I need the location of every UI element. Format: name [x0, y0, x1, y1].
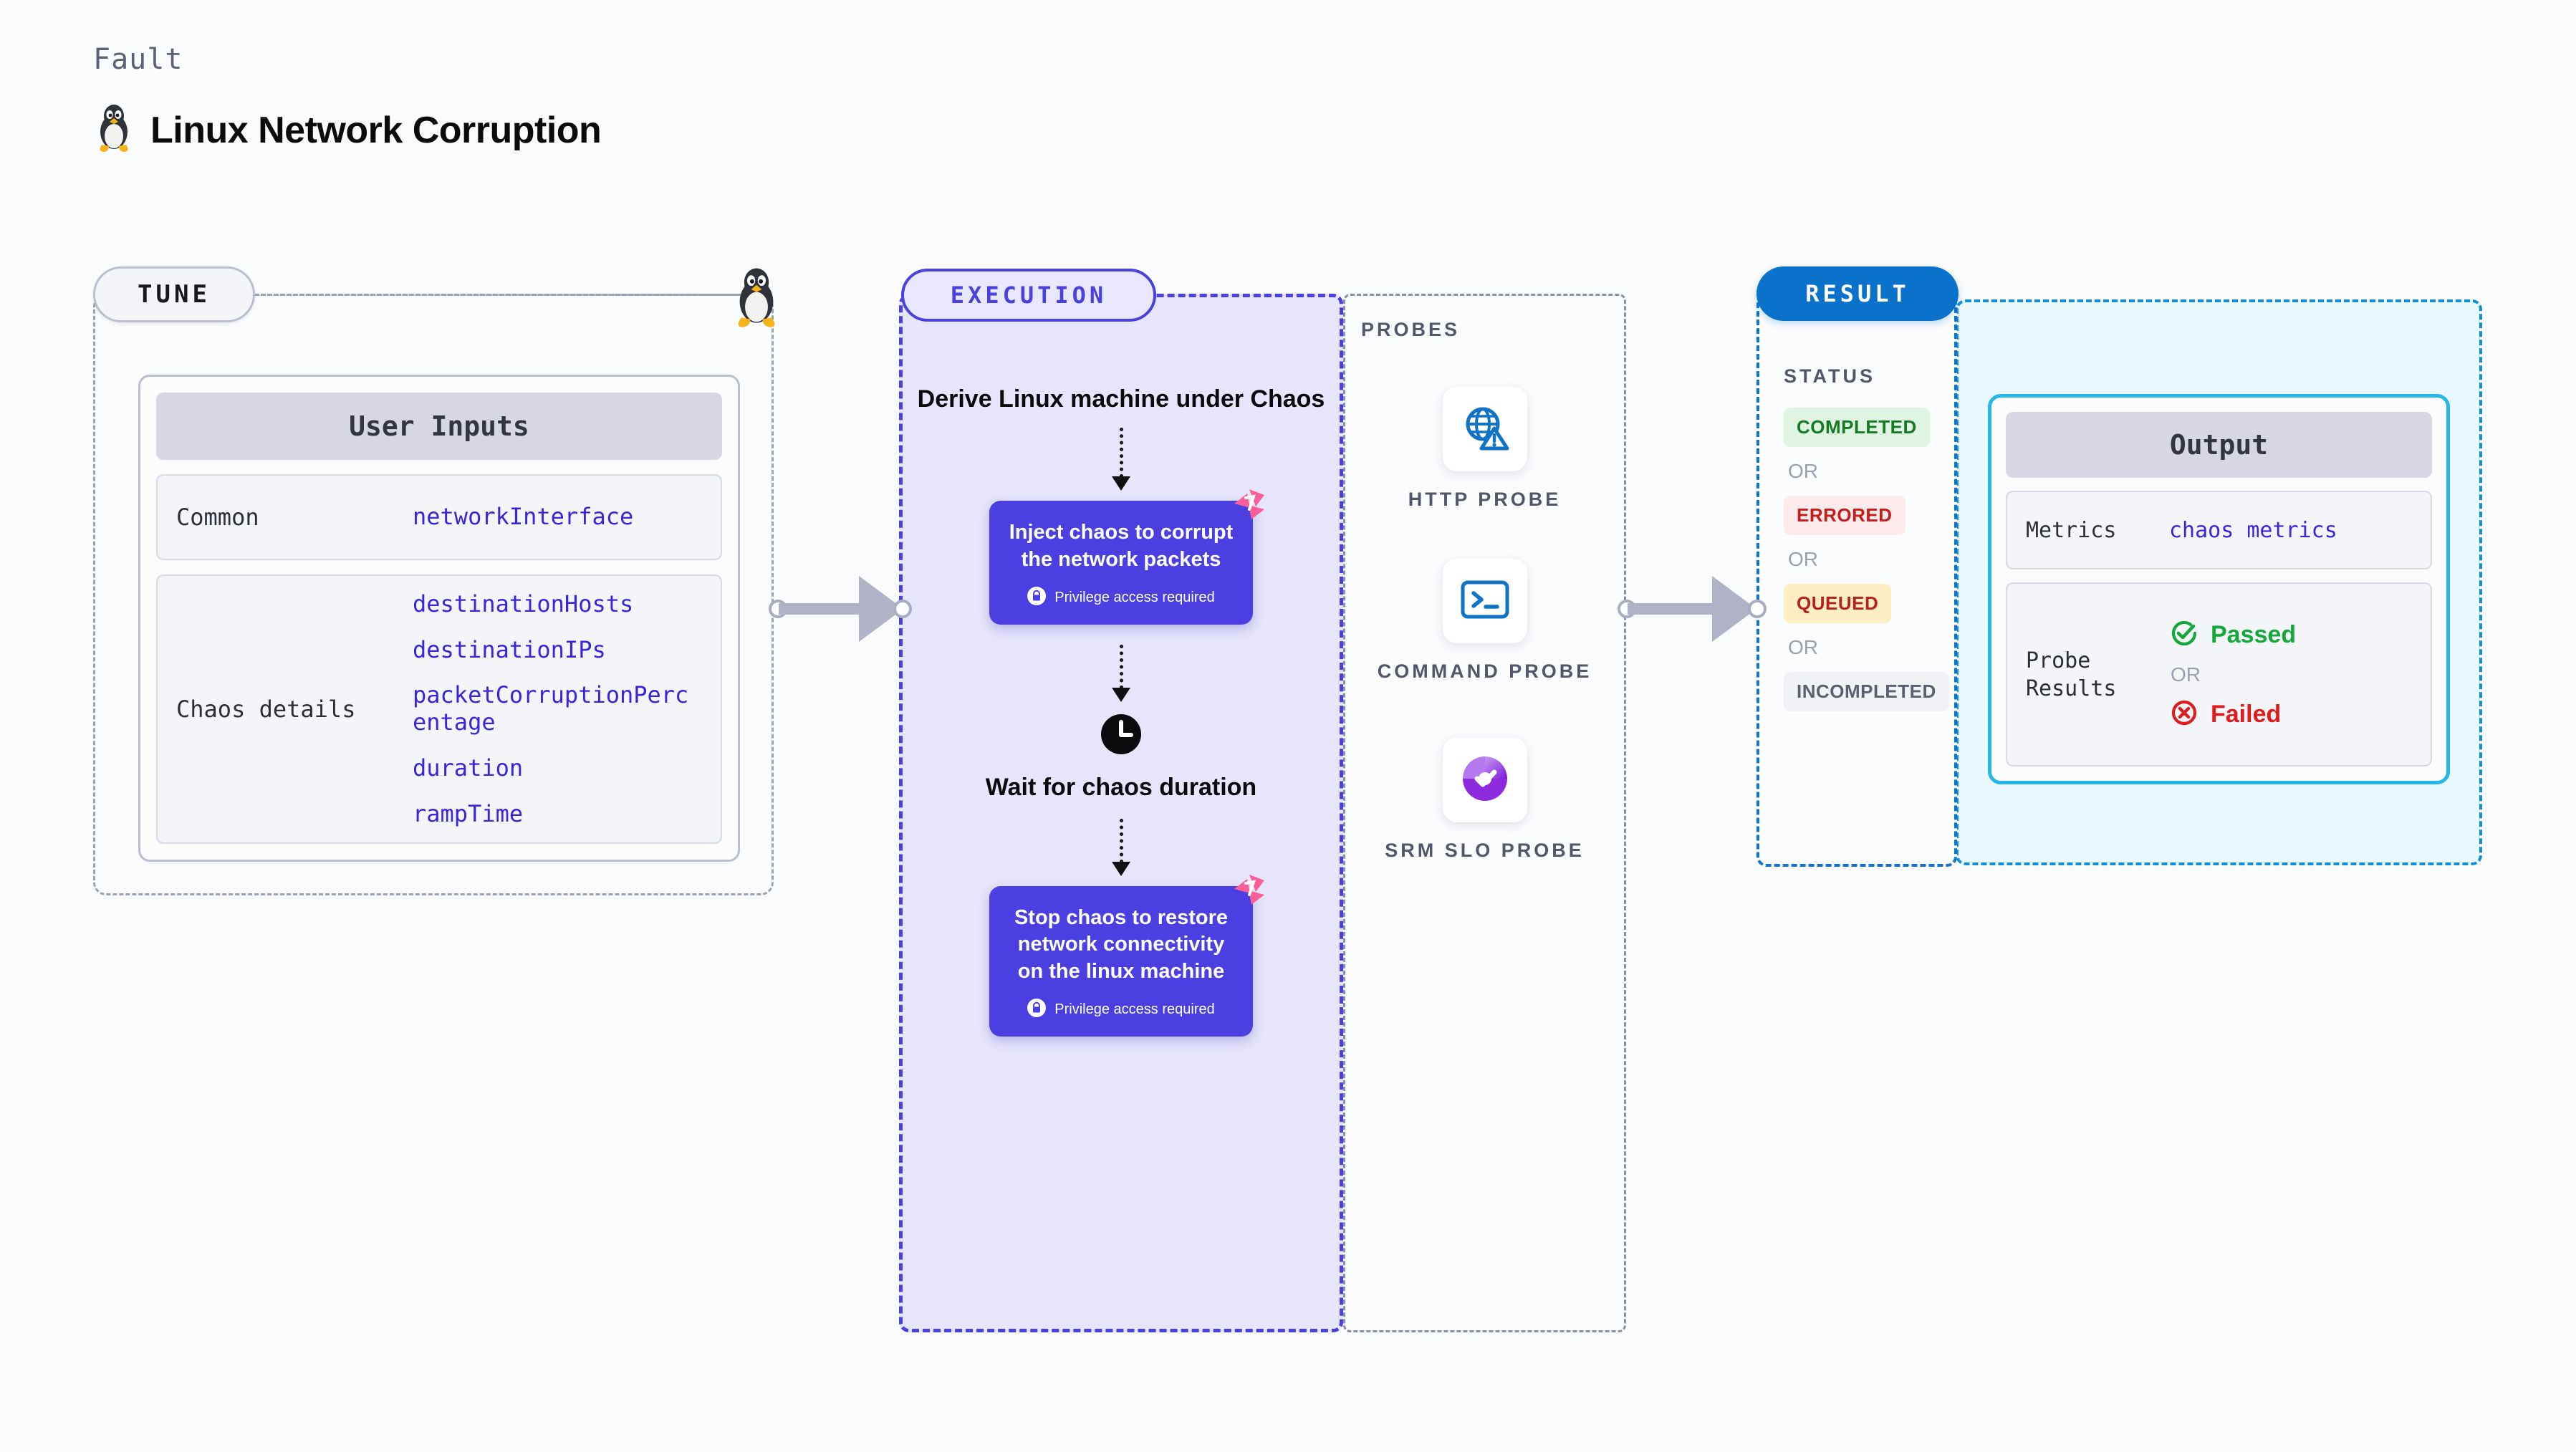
- probe-item-srm-slo[interactable]: SRM SLO PROBE: [1343, 738, 1626, 865]
- verdict-or-text: OR: [2171, 663, 2201, 686]
- slo-donut-check-icon: [1458, 752, 1512, 809]
- param-destinationips: destinationIPs: [413, 635, 606, 663]
- chaos-step-text: Stop chaos to restore network connectivi…: [1014, 905, 1229, 984]
- status-or-text: OR: [1788, 636, 1818, 658]
- execution-flow: Derive Linux machine under Chaos Inject …: [903, 297, 1340, 1329]
- probe-label: SRM SLO PROBE: [1385, 840, 1585, 861]
- probe-tile: [1442, 559, 1527, 643]
- flow-arrow: [1112, 818, 1130, 876]
- execution-panel: Derive Linux machine under Chaos Inject …: [899, 294, 1343, 1332]
- status-or-text: OR: [1788, 460, 1818, 482]
- input-row-values: destinationHosts destinationIPs packetCo…: [413, 590, 702, 828]
- input-row-label: Common: [176, 504, 259, 531]
- status-badge-errored: ERRORED: [1784, 496, 1905, 535]
- status-stack: STATUS COMPLETED OR ERRORED OR QUEUED OR…: [1784, 365, 1949, 711]
- check-circle-icon: [2169, 618, 2199, 652]
- probe-tile: [1442, 387, 1527, 471]
- flow-arrow: [1112, 428, 1130, 491]
- tune-badge[interactable]: TUNE: [93, 266, 255, 322]
- output-row-probe-results: Probe Results Passed OR: [2006, 582, 2432, 766]
- param-ramptime: rampTime: [413, 799, 524, 827]
- clock-icon: [1099, 712, 1143, 760]
- page-title-row: Linux Network Corruption: [93, 103, 602, 157]
- output-header: Output: [2006, 412, 2432, 478]
- probe-label: HTTP PROBE: [1408, 489, 1562, 510]
- linux-penguin-icon: [93, 103, 135, 157]
- status-or-text: OR: [1788, 548, 1818, 570]
- user-inputs-card: User Inputs Common networkInterface Chao…: [138, 375, 740, 862]
- terminal-icon: [1460, 579, 1510, 624]
- flow-step-stop-chaos[interactable]: Stop chaos to restore network connectivi…: [989, 874, 1264, 1037]
- lock-icon: [1027, 998, 1047, 1021]
- connector-end-dot: [1748, 600, 1767, 618]
- chaos-pinwheel-icon: [1230, 485, 1269, 527]
- globe-warning-icon: [1460, 403, 1510, 456]
- flow-step-derive-title: Derive Linux machine under Chaos: [917, 385, 1325, 413]
- connector-tune-to-execution: [769, 573, 912, 645]
- status-badge-incompleted: INCOMPLETED: [1784, 672, 1949, 711]
- flow-step-inject-chaos[interactable]: Inject chaos to corrupt the network pack…: [989, 489, 1264, 625]
- probes-section-label: PROBES: [1361, 319, 1461, 340]
- input-row-chaos-details: Chaos details destinationHosts destinati…: [156, 574, 722, 844]
- privilege-note-row: Privilege access required: [1027, 998, 1215, 1021]
- chaos-step-text: Inject chaos to corrupt the network pack…: [1009, 521, 1234, 571]
- privilege-note-text: Privilege access required: [1054, 589, 1215, 605]
- connector-shaft: [1628, 603, 1722, 615]
- connector-probes-to-result: [1618, 573, 1768, 645]
- probe-label: COMMAND PROBE: [1377, 660, 1592, 682]
- privilege-note-row: Privilege access required: [1027, 586, 1215, 609]
- connector-shaft: [779, 603, 869, 615]
- x-circle-icon: [2169, 698, 2199, 731]
- input-row-label: Chaos details: [176, 696, 356, 723]
- flow-step-wait: Wait for chaos duration: [986, 712, 1256, 803]
- probe-item-http[interactable]: HTTP PROBE: [1343, 387, 1626, 514]
- tune-panel: User Inputs Common networkInterface Chao…: [93, 294, 774, 895]
- tune-connector-line: [255, 294, 756, 296]
- execution-badge[interactable]: EXECUTION: [901, 269, 1156, 322]
- wait-step-text: Wait for chaos duration: [985, 773, 1257, 801]
- connector-end-dot: [893, 600, 912, 618]
- param-networkinterface: networkInterface: [413, 503, 634, 531]
- result-badge[interactable]: RESULT: [1756, 266, 1959, 321]
- privilege-note-text: Privilege access required: [1054, 1001, 1215, 1017]
- status-heading: STATUS: [1784, 365, 1875, 387]
- verdict-passed: Passed: [2169, 618, 2296, 652]
- verdict-failed-label: Failed: [2211, 700, 2282, 728]
- input-row-values: networkInterface: [413, 503, 634, 531]
- output-card: Output Metrics chaos metrics Probe Resul…: [1988, 394, 2450, 784]
- page-title: Linux Network Corruption: [150, 109, 602, 151]
- flow-arrow: [1112, 644, 1130, 702]
- chaos-pinwheel-icon: [1230, 870, 1269, 913]
- output-row-metrics: Metrics chaos metrics: [2006, 491, 2432, 569]
- verdict-stack: Passed OR Failed: [2169, 618, 2296, 731]
- probe-tile: [1442, 738, 1527, 822]
- param-duration: duration: [413, 754, 524, 782]
- page-header: Fault Linux Network Corruption: [93, 43, 602, 157]
- verdict-failed: Failed: [2169, 698, 2296, 731]
- probe-results-label: Probe Results: [2026, 648, 2117, 701]
- input-row-common: Common networkInterface: [156, 474, 722, 560]
- metrics-value: chaos metrics: [2169, 517, 2337, 543]
- lock-icon: [1027, 586, 1047, 609]
- param-destinationhosts: destinationHosts: [413, 590, 634, 617]
- metrics-label: Metrics: [2026, 517, 2117, 543]
- user-inputs-header: User Inputs: [156, 393, 722, 460]
- param-packetcorruptionpercentage: packetCorruptionPercentage: [413, 681, 689, 736]
- probe-item-command[interactable]: COMMAND PROBE: [1343, 559, 1626, 686]
- linux-penguin-icon: [729, 266, 784, 332]
- result-status-panel: [1756, 294, 1957, 867]
- fault-eyebrow-label: Fault: [93, 43, 183, 76]
- status-badge-completed: COMPLETED: [1784, 408, 1930, 447]
- status-badge-queued: QUEUED: [1784, 584, 1892, 623]
- verdict-passed-label: Passed: [2211, 620, 2297, 648]
